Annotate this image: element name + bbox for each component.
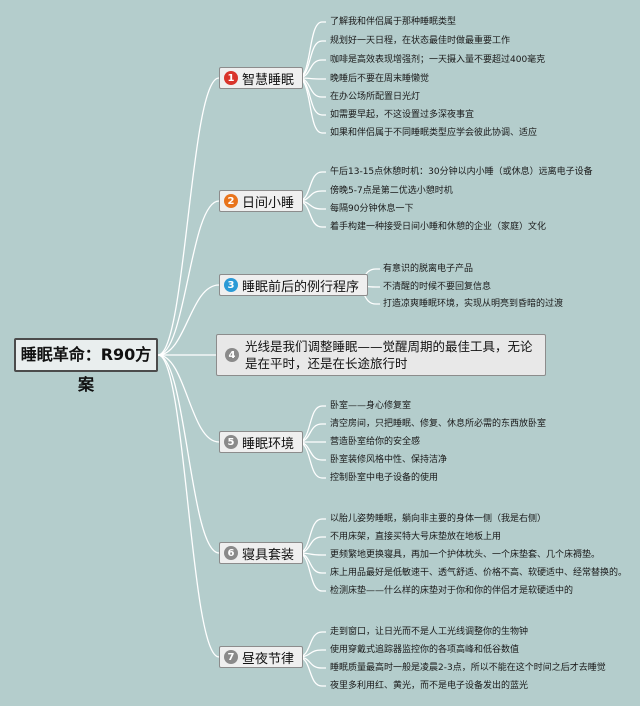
- branch-label: 睡眠环境: [242, 436, 295, 452]
- number-badge-7: 7: [224, 650, 238, 664]
- leaf-item: 更频繁地更换寝具，再加一个护体枕头、一个床垫套、几个床褥垫。: [330, 550, 601, 560]
- number-badge-6: 6: [224, 546, 238, 560]
- leaf-item: 了解我和伴侣属于那种睡眠类型: [330, 17, 457, 27]
- leaf-item: 打造凉爽睡眠环境，实现从明亮到昏暗的过渡: [383, 299, 564, 309]
- branch-label: 光线是我们调整睡眠——觉醒周期的最佳工具，无论是在平时，还是在长途旅行时: [245, 339, 533, 371]
- branch-label: 智慧睡眠: [242, 72, 295, 88]
- branch-connector: [157, 77, 220, 356]
- leaf-item: 午后13-15点休憩时机：30分钟以内小睡（或休息）远离电子设备: [330, 167, 593, 177]
- leaf-item: 傍晚5-7点是第二优选小憩时机: [330, 186, 453, 196]
- branch-light-tool[interactable]: 4 光线是我们调整睡眠——觉醒周期的最佳工具，无论是在平时，还是在长途旅行时: [216, 334, 546, 376]
- number-badge-3: 3: [224, 278, 238, 292]
- leaf-item: 以胎儿姿势睡眠，躺向非主要的身体一侧（我是右侧）: [330, 514, 547, 524]
- branch-sleep-routine[interactable]: 3 睡眠前后的例行程序: [219, 274, 369, 296]
- leaf-item: 营造卧室给你的安全感: [330, 437, 421, 447]
- number-badge-1: 1: [224, 71, 238, 85]
- leaf-item: 在办公场所配置日光灯: [330, 92, 421, 102]
- leaf-item: 着手构建一种接受日间小睡和休憩的企业（家庭）文化: [330, 222, 547, 232]
- branch-circadian-rhythm[interactable]: 7 昼夜节律: [219, 646, 304, 668]
- leaf-item: 使用穿戴式追踪器监控你的各项高峰和低谷数值: [330, 645, 520, 655]
- leaf-item: 检测床垫——什么样的床垫对于你和你的伴侣才是软硬适中的: [330, 586, 574, 596]
- leaf-item: 夜里多利用红、黄光，而不是电子设备发出的蓝光: [330, 681, 529, 691]
- branch-label: 寝具套装: [242, 547, 295, 563]
- number-badge-4: 4: [225, 348, 239, 362]
- branch-label: 日间小睡: [242, 195, 295, 211]
- branch-label: 昼夜节律: [242, 651, 295, 667]
- branch-sleep-environment[interactable]: 5 睡眠环境: [219, 431, 304, 453]
- leaf-item: 规划好一天日程，在状态最佳时做最重要工作: [330, 36, 511, 46]
- branch-connector: [157, 200, 220, 356]
- leaf-item: 清空房间，只把睡眠、修复、休息所必需的东西放卧室: [330, 419, 547, 429]
- number-badge-2: 2: [224, 194, 238, 208]
- leaf-item: 每隔90分钟休息一下: [330, 204, 414, 214]
- branch-connector: [157, 354, 220, 658]
- branch-bedding-kit[interactable]: 6 寝具套装: [219, 542, 304, 564]
- branch-connector: [157, 284, 220, 356]
- branch-label: 睡眠前后的例行程序: [242, 279, 360, 295]
- leaf-item: 卧室装修风格中性、保持洁净: [330, 455, 448, 465]
- leaf-item: 如果和伴侣属于不同睡眠类型应学会彼此协调、适应: [330, 128, 538, 138]
- leaf-item: 控制卧室中电子设备的使用: [330, 473, 439, 483]
- branch-smart-sleep[interactable]: 1 智慧睡眠: [219, 67, 304, 89]
- leaf-item: 不用床架，直接买特大号床垫放在地板上用: [330, 532, 502, 542]
- leaf-item: 咖啡是高效表现增强剂；一天摄入量不要超过400毫克: [330, 55, 546, 65]
- leaf-item: 走到窗口，让日光而不是人工光线调整你的生物钟: [330, 627, 529, 637]
- leaf-item: 有意识的脱离电子产品: [383, 264, 474, 274]
- leaf-item: 不清醒的时候不要回复信息: [383, 282, 492, 292]
- number-badge-5: 5: [224, 435, 238, 449]
- leaf-item: 如需要早起，不这设置过多深夜事宜: [330, 110, 475, 120]
- branch-connector: [157, 354, 220, 554]
- leaf-item: 晚睡后不要在周末睡懒觉: [330, 74, 430, 84]
- branch-daytime-nap[interactable]: 2 日间小睡: [219, 190, 304, 212]
- leaf-item: 睡眠质量最高时一般是凌晨2-3点，所以不能在这个时间之后才去睡觉: [330, 663, 606, 673]
- branch-connector: [157, 354, 220, 443]
- leaf-item: 卧室——身心修复室: [330, 401, 412, 411]
- root-node[interactable]: 睡眠革命：R90方案: [14, 338, 158, 394]
- leaf-item: 床上用品最好是低敏速干、透气舒适、价格不高、软硬适中、经常替换的。: [330, 568, 628, 578]
